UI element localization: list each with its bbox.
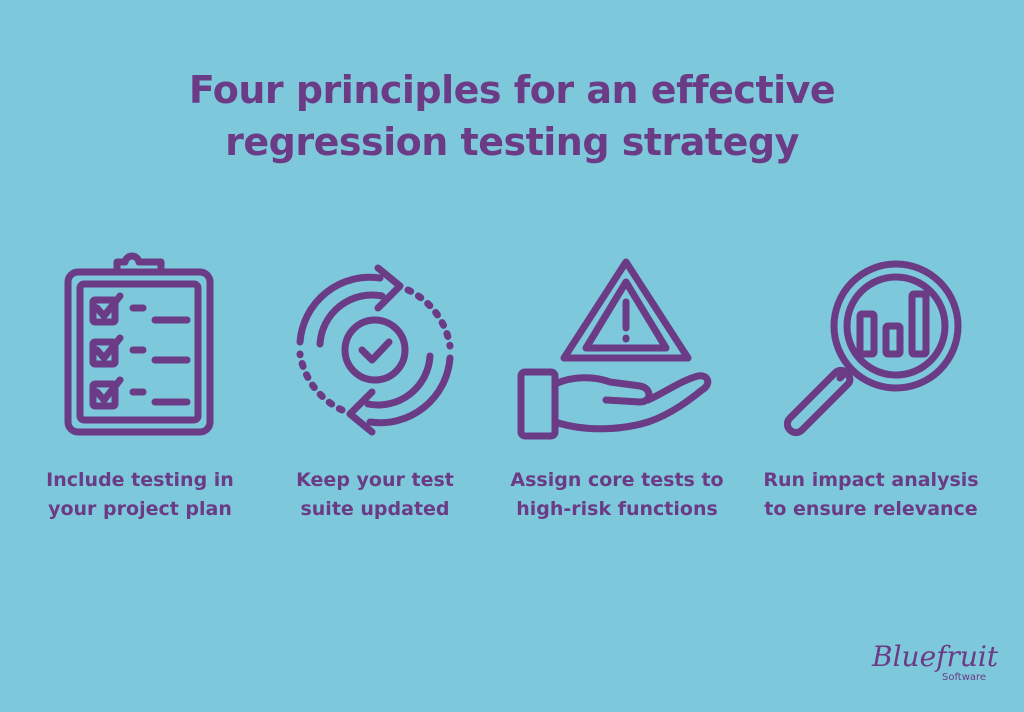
logo-wordmark: Bluefruit [872,640,999,673]
logo-subtitle: Software [942,672,987,683]
principle-4-caption: Run impact analysis to ensure relevance [756,466,986,524]
principle-3-caption: Assign core tests to high-risk functions [502,466,732,524]
principle-2-caption-line-2: suite updated [300,498,450,520]
principle-1-caption: Include testing in your project plan [25,466,255,524]
title-line-2: regression testing strategy [225,120,799,164]
principle-2-caption-line-1: Keep your test [296,469,454,491]
bluefruit-logo: Bluefruit Software [872,640,1002,690]
title-line-1: Four principles for an effective [188,68,836,112]
principle-4-caption-line-1: Run impact analysis [763,469,979,491]
clipboard-checklist-icon [64,252,214,436]
principle-1: Include testing in your project plan [25,250,255,540]
refresh-check-icon [296,264,454,436]
principle-4: Run impact analysis to ensure relevance [756,250,986,540]
principle-4-caption-line-2: to ensure relevance [764,498,978,520]
principle-1-caption-line-2: your project plan [48,498,232,520]
principle-3-caption-line-2: high-risk functions [516,498,718,520]
principle-3-caption-line-1: Assign core tests to [510,469,724,491]
principle-2-caption: Keep your test suite updated [260,466,490,524]
page-title: Four principles for an effective regress… [0,64,1024,168]
principle-3: Assign core tests to high-risk functions [502,250,732,540]
warning-hand-icon [517,258,712,440]
principle-2: Keep your test suite updated [260,250,490,540]
principle-1-caption-line-1: Include testing in [46,469,234,491]
magnifier-chart-icon [783,260,962,437]
